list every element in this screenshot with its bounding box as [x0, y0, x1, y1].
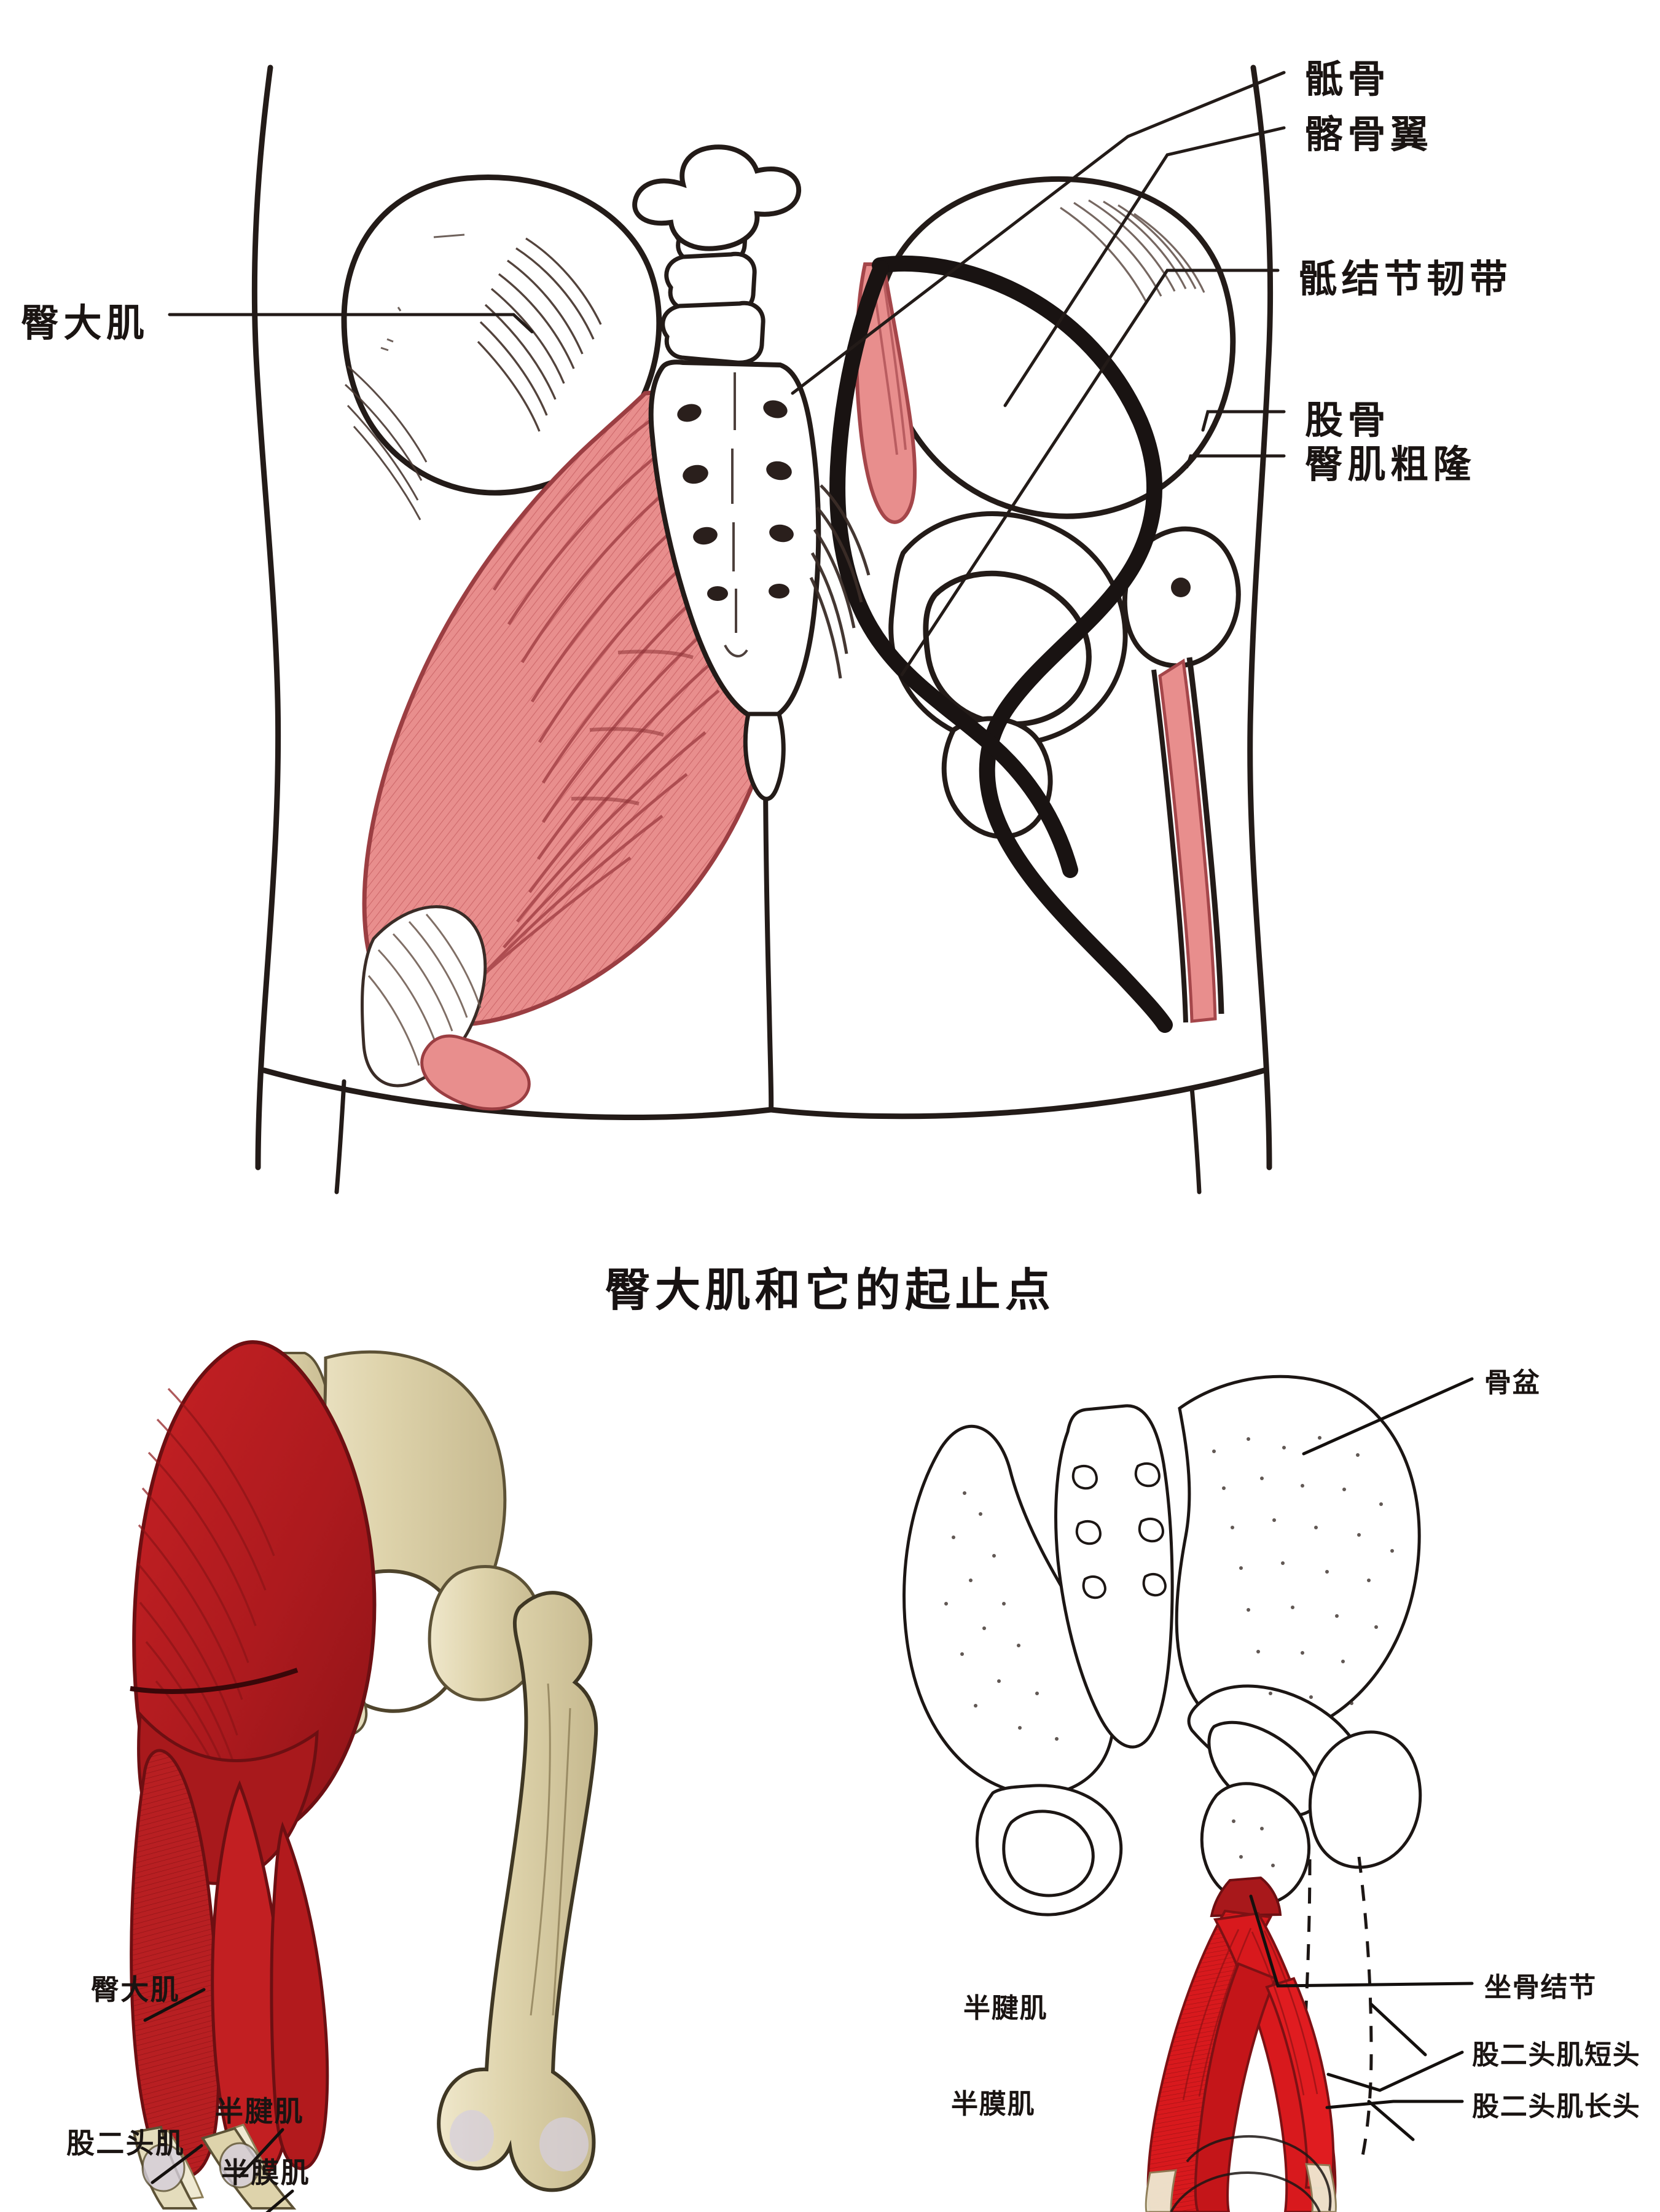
- label-iliac-wing: 髂骨翼: [1305, 112, 1433, 157]
- femur-bone-color: [437, 1591, 598, 2192]
- pelvis-stipple: [944, 1436, 1394, 1888]
- label-gluteus-maximus: 臀大肌: [21, 300, 149, 345]
- label-pelvis-br: 骨盆: [1484, 1367, 1541, 1398]
- sacrotuberous-ligament: [829, 255, 1173, 1033]
- figure-gluteus-posterior-view: 骶骨 髂骨翼 骶结节韧带 股骨 臀肌粗隆 臀大肌: [21, 57, 1513, 1194]
- label-semitendinosus-br: 半腱肌: [963, 1993, 1048, 2024]
- label-gluteus-maximus-bl: 臀大肌: [91, 1973, 180, 2006]
- label-semimembranosus-bl: 半膜肌: [221, 2156, 310, 2189]
- sacrum-bone: [632, 144, 821, 801]
- ilium-left-bone: [341, 175, 662, 520]
- top-leader-lines: [168, 71, 1286, 677]
- figure-bottom-right-svg: [902, 1375, 1474, 2212]
- label-ischial-tuberosity-br: 坐骨结节: [1484, 1972, 1597, 2003]
- figure-bottom-left-svg: [130, 1340, 598, 2212]
- femur-shaft: [1151, 657, 1224, 1023]
- pelvis-line-drawing: [902, 1375, 1422, 1916]
- label-biceps-femoris-long-br: 股二头肌长头: [1472, 2091, 1641, 2122]
- sacral-foramina-line: [1071, 1462, 1167, 1599]
- knee-line-drawing: [1170, 2135, 1332, 2212]
- label-biceps-femoris-bl: 股二头肌: [66, 2127, 186, 2160]
- label-semitendinosus-bl: 半腱肌: [215, 2095, 304, 2128]
- figure-caption-wrap: 臀大肌和它的起止点: [0, 1253, 1660, 1319]
- label-sacrum: 骶骨: [1305, 57, 1390, 101]
- label-biceps-femoris-short-br: 股二头肌短头: [1472, 2039, 1641, 2071]
- sacral-foramina: [677, 400, 794, 601]
- hamstring-sliver: [420, 1034, 531, 1111]
- hamstrings-line-figure: [1145, 1876, 1337, 2212]
- bottom-right-leaders: [1249, 1377, 1474, 2141]
- figure-hamstrings-color: 臀大肌 股二头肌 半腱肌 半膜肌: [37, 1339, 762, 2212]
- figure-caption: 臀大肌和它的起止点: [605, 1264, 1055, 1317]
- label-semimembranosus-br: 半膜肌: [951, 2088, 1036, 2120]
- label-femur: 股骨: [1305, 398, 1390, 442]
- bottom-left-leaders: [143, 1988, 294, 2212]
- body-silhouette: [251, 65, 1274, 1194]
- ligament-fan: [809, 484, 871, 679]
- hamstrings-color: [130, 1749, 329, 2210]
- figure-hamstrings-origins-line: 骨盆 坐骨结节 股二头肌短头 股二头肌长头 半腱肌 半膜肌: [872, 1339, 1646, 2212]
- label-sacrotuberous-ligament: 骶结节韧带: [1299, 256, 1513, 301]
- figure-top-svg: [168, 65, 1286, 1194]
- label-gluteal-tuberosity: 臀肌粗隆: [1305, 442, 1476, 487]
